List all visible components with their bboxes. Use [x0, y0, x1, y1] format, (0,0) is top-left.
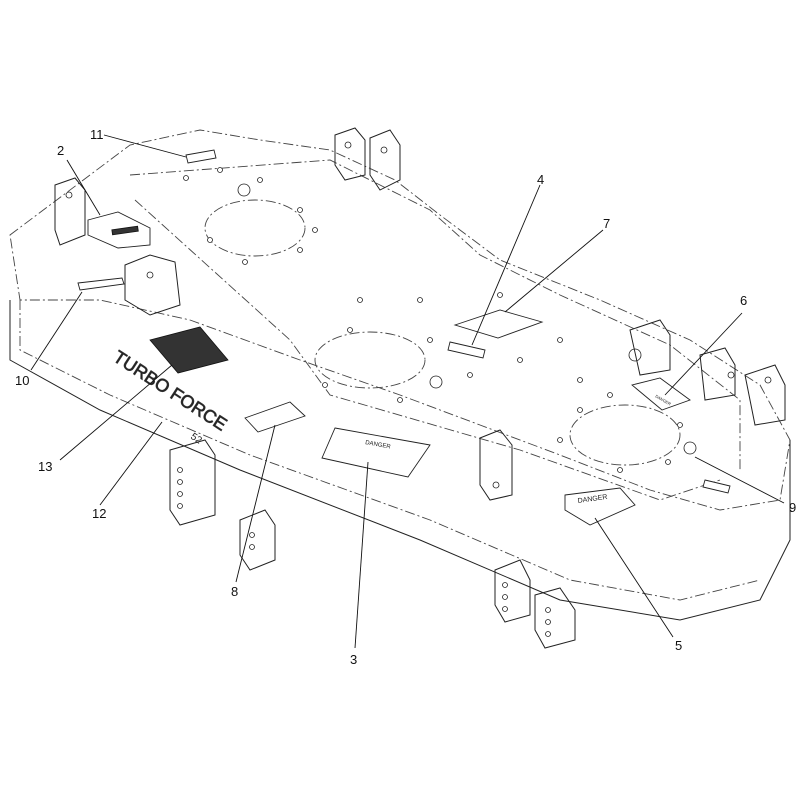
leader-lines — [30, 134, 785, 649]
spindle-opening-right — [569, 404, 681, 466]
callout-11: 11 — [90, 127, 104, 142]
decals — [77, 149, 731, 526]
decal-item-7 — [453, 309, 544, 339]
decal-item-6 — [631, 377, 691, 411]
decal-item-9 — [702, 479, 731, 494]
callout-12: 12 — [92, 506, 106, 521]
callout-6: 6 — [740, 293, 747, 308]
decal-item-3 — [321, 427, 431, 478]
callout-9: 9 — [789, 500, 796, 515]
decal-item-8 — [244, 401, 306, 433]
decal-item-11 — [185, 149, 217, 164]
spindle-opening-center — [314, 331, 426, 389]
mounting-holes — [183, 167, 697, 473]
decal-item-10 — [77, 277, 125, 291]
decal-item-13 — [149, 326, 229, 374]
callout-13: 13 — [38, 459, 52, 474]
spindle-openings — [204, 199, 681, 466]
deck-brackets — [54, 127, 786, 649]
decal-item-5 — [564, 487, 636, 526]
callout-3: 3 — [350, 652, 357, 667]
callout-5: 5 — [675, 638, 682, 653]
danger-text-center: DANGER — [365, 440, 392, 450]
callout-8: 8 — [231, 584, 238, 599]
callout-2: 2 — [57, 143, 64, 158]
danger-text-right: DANGER — [577, 494, 608, 505]
deck-top-plate — [9, 129, 791, 621]
callout-10: 10 — [15, 373, 29, 388]
spindle-opening-left — [204, 199, 306, 257]
callout-4: 4 — [537, 172, 544, 187]
decal-item-4 — [447, 341, 486, 359]
callout-7: 7 — [603, 216, 610, 231]
callout-numbers: 2 3 4 5 6 7 8 9 10 11 12 13 — [15, 127, 796, 667]
